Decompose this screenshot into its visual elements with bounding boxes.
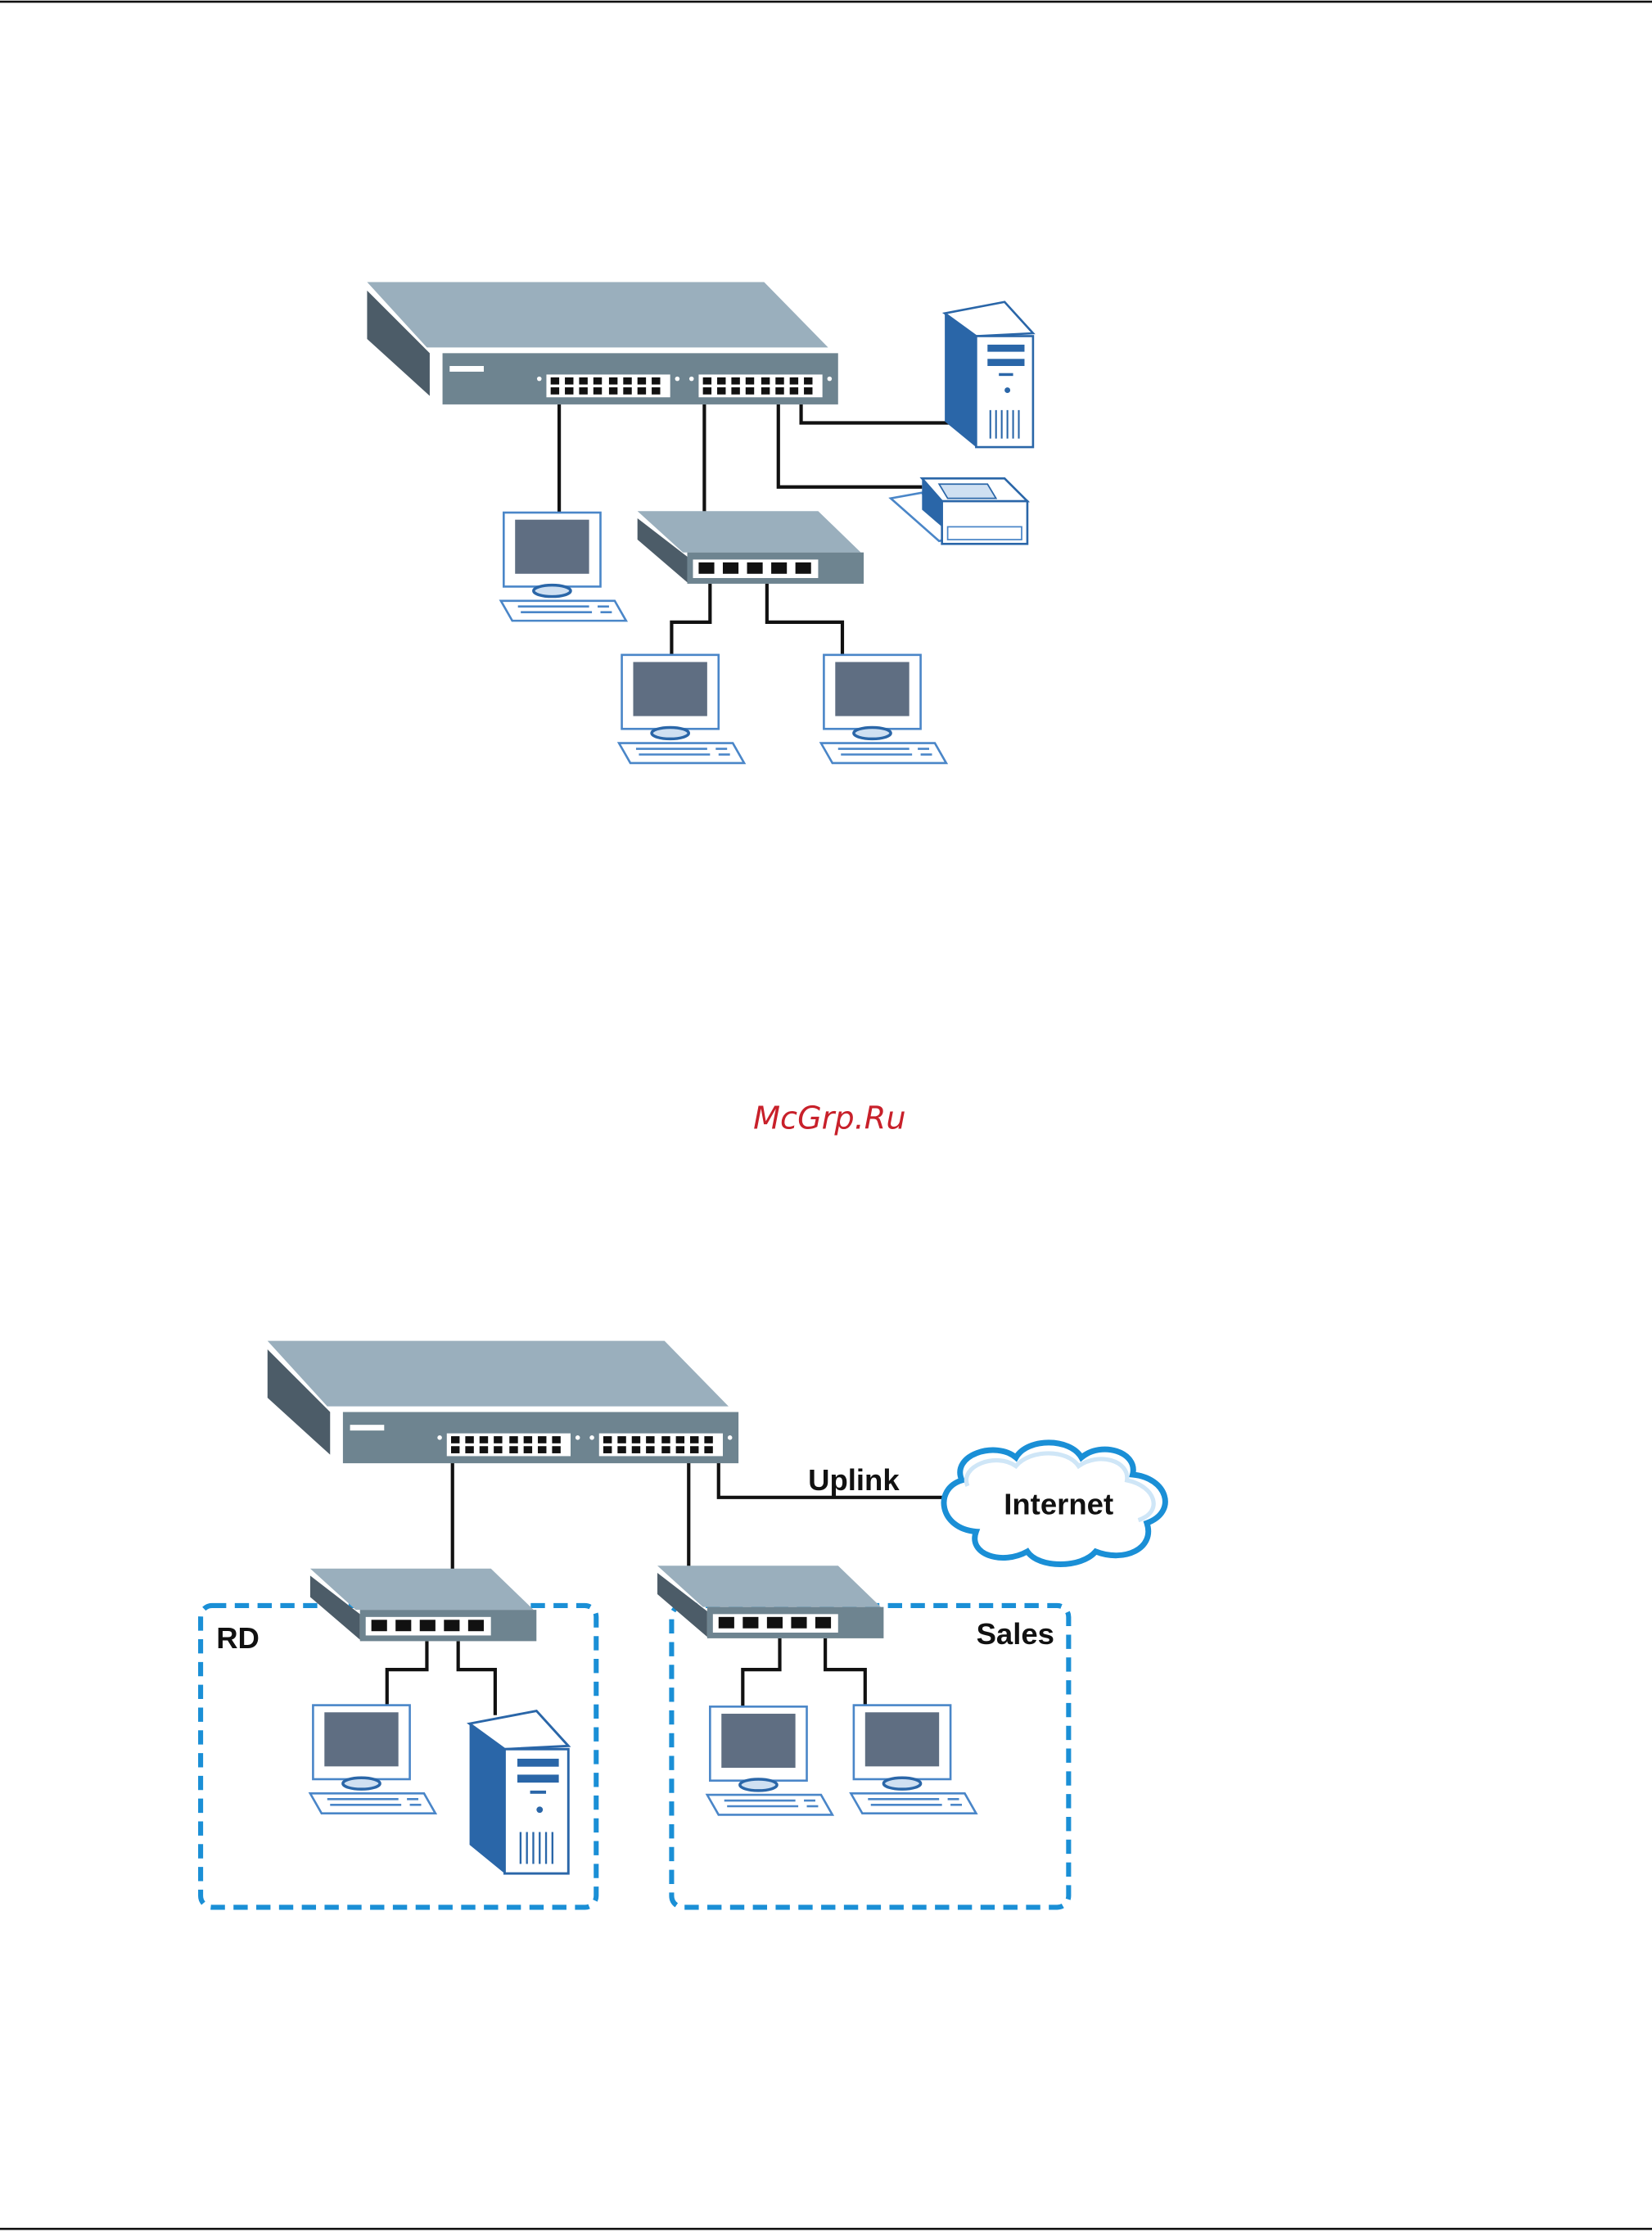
printer-icon xyxy=(888,477,1031,545)
pc-icon xyxy=(617,653,746,765)
group-rd-label: RD xyxy=(216,1621,260,1655)
pc-icon xyxy=(819,653,948,765)
small-switch-icon xyxy=(637,511,864,584)
cable-lines xyxy=(385,1460,946,1715)
main-switch-icon xyxy=(367,282,838,404)
pc-icon xyxy=(309,1703,437,1815)
internet-label: Internet xyxy=(1004,1488,1113,1521)
watermark: McGrp.Ru xyxy=(753,1101,906,1137)
rd-switch-icon xyxy=(309,1568,537,1642)
cable-lines xyxy=(557,404,950,655)
server-icon xyxy=(943,300,1035,449)
pc-icon xyxy=(706,1705,834,1817)
pc-icon xyxy=(849,1703,978,1815)
internet-cloud-icon xyxy=(941,1439,1168,1567)
uplink-label: Uplink xyxy=(808,1463,900,1497)
group-sales-label: Sales xyxy=(977,1617,1054,1651)
pc-icon xyxy=(499,511,628,622)
diagram-bottom: Uplink Internet RD Sales xyxy=(198,1340,1168,1910)
server-icon xyxy=(468,1710,570,1875)
sales-switch-icon xyxy=(657,1566,884,1638)
main-switch-icon xyxy=(267,1340,739,1464)
diagram-top xyxy=(367,282,1035,765)
